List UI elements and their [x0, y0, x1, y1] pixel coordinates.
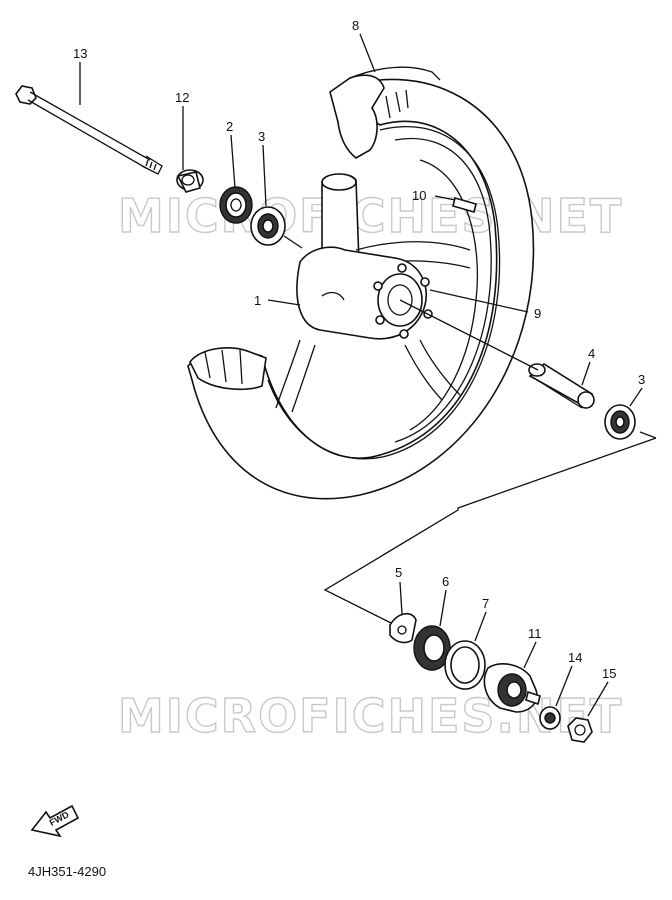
callout-5: 5: [395, 565, 402, 580]
meter-gear-unit: [483, 663, 541, 713]
axle-nut: [567, 717, 593, 743]
watermark-top: MICROFICHES.NET: [118, 189, 623, 243]
forward-arrow-icon: FWD: [30, 804, 80, 838]
callout-12: 12: [175, 90, 189, 105]
wheel-rim: [187, 66, 535, 500]
wheel-hub: [275, 173, 477, 413]
washer: [539, 706, 561, 730]
callout-9: 9: [534, 306, 541, 321]
callout-11: 11: [528, 626, 542, 641]
callout-10: 10: [412, 188, 426, 203]
callout-14: 14: [568, 650, 582, 665]
oil-seal: [413, 625, 451, 671]
callout-3-right: 3: [638, 372, 645, 387]
o-ring: [444, 640, 486, 690]
callout-8: 8: [352, 18, 359, 33]
collar: [176, 169, 204, 193]
bearing-upper: [250, 206, 286, 246]
callout-15: 15: [602, 666, 616, 681]
diagram-part-number: 4JH351-4290: [28, 864, 106, 879]
callout-2: 2: [226, 119, 233, 134]
group-outline: [323, 431, 657, 626]
bearing-right: [604, 404, 636, 440]
callout-1: 1: [254, 293, 261, 308]
callout-13: 13: [73, 46, 87, 61]
bearing-left: [219, 186, 253, 224]
axle-shaft: [15, 85, 163, 175]
callout-4: 4: [588, 346, 595, 361]
callout-3-upper: 3: [258, 129, 265, 144]
leader-lines: [79, 33, 643, 717]
callout-7: 7: [482, 596, 489, 611]
spacer: [528, 363, 595, 409]
callout-6: 6: [442, 574, 449, 589]
clip: [389, 612, 417, 644]
